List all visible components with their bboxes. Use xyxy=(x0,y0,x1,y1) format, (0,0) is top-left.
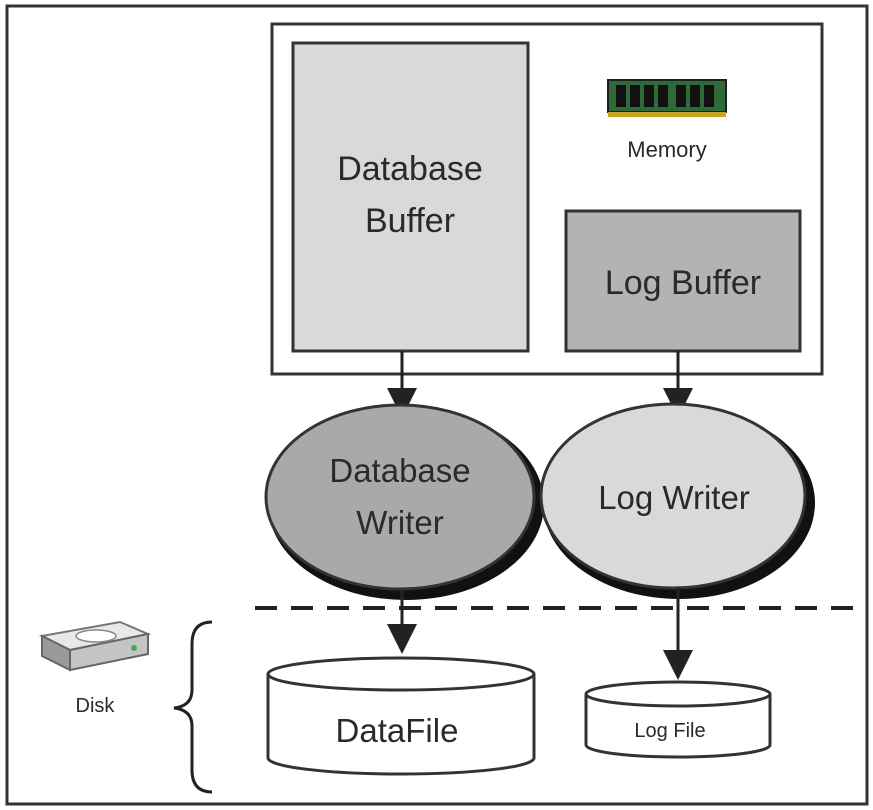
database-buffer-box xyxy=(291,41,530,353)
disk-brace xyxy=(173,620,213,794)
log-writer-node xyxy=(539,402,815,599)
memory-label: Memory xyxy=(627,137,706,162)
database-buffer-label-line1: Database xyxy=(337,150,483,188)
datafile-label: DataFile xyxy=(336,712,459,749)
disk-drive-icon xyxy=(38,620,152,672)
database-writer-node xyxy=(264,403,544,600)
database-writer-label-line1: Database xyxy=(329,452,470,489)
log-buffer-box xyxy=(564,209,802,353)
database-buffer-label-line2: Buffer xyxy=(365,202,455,240)
logfile-cylinder xyxy=(584,680,772,759)
disk-label: Disk xyxy=(76,695,116,717)
datafile-cylinder xyxy=(266,656,536,776)
ram-chip-icon xyxy=(607,79,727,117)
logfile-label: Log File xyxy=(634,720,705,742)
log-buffer-label: Log Buffer xyxy=(605,264,761,302)
database-writer-label-line2: Writer xyxy=(356,504,443,541)
log-writer-label: Log Writer xyxy=(598,479,750,516)
